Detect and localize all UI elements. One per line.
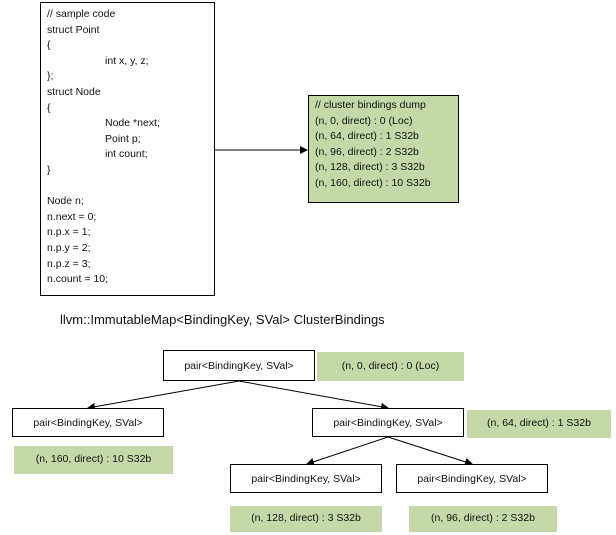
edge-root-left	[87, 380, 240, 411]
code-line: Point p;	[105, 132, 141, 145]
dump-entry: (n, 160, direct) : 10 S32b	[315, 176, 431, 189]
tree-value-root: (n, 0, direct) : 0 (Loc)	[317, 352, 464, 381]
code-line: int x, y, z;	[105, 54, 149, 67]
tree-value-right-right: (n, 96, direct) : 2 S32b	[409, 506, 557, 532]
code-line: struct Node	[47, 85, 101, 98]
code-line: n.p.y = 2;	[47, 241, 91, 254]
edge-right-rightleft	[306, 436, 389, 466]
tree-value-right-left: (n, 128, direct) : 3 S32b	[230, 506, 382, 532]
tree-value-left: (n, 160, direct) : 10 S32b	[14, 446, 173, 474]
code-line: };	[47, 70, 54, 83]
dump-entry: (n, 0, direct) : 0 (Loc)	[315, 114, 413, 127]
tree-node-right: pair<BindingKey, SVal>	[312, 408, 464, 437]
cluster-bindings-map-title: llvm::ImmutableMap<BindingKey, SVal> Clu…	[60, 312, 385, 327]
cluster-bindings-dump-box: // cluster bindings dump (n, 0, direct) :…	[308, 95, 459, 203]
edge-root-right	[238, 380, 389, 411]
tree-node-root: pair<BindingKey, SVal>	[163, 350, 315, 381]
code-lines: // sample code struct Point { int x, y, z;}…	[41, 7, 214, 288]
code-line: n.p.x = 1;	[47, 226, 91, 239]
code-line: Node *next;	[105, 117, 160, 130]
code-line: n.count = 10;	[47, 273, 109, 286]
code-line: n.p.z = 3;	[47, 257, 91, 270]
code-line: // sample code	[47, 8, 116, 20]
tree-node-right-left: pair<BindingKey, SVal>	[230, 464, 382, 493]
code-line: Node n;	[47, 195, 84, 208]
code-line: int count;	[105, 148, 148, 161]
tree-value-right: (n, 64, direct) : 1 S32b	[467, 410, 611, 438]
code-line: n.next = 0;	[47, 210, 97, 223]
tree-node-right-right: pair<BindingKey, SVal>	[396, 464, 548, 493]
edge-right-rightright	[387, 436, 473, 466]
code-line: }	[47, 163, 51, 176]
code-line: {	[47, 101, 51, 114]
dump-entry: (n, 128, direct) : 3 S32b	[315, 161, 425, 174]
code-line: struct Point	[47, 23, 100, 36]
code-line	[41, 179, 214, 195]
dump-entry: (n, 64, direct) : 1 S32b	[315, 130, 419, 143]
tree-node-left: pair<BindingKey, SVal>	[12, 408, 164, 437]
sample-code-box: // sample code struct Point { int x, y, z;}…	[40, 2, 215, 296]
dump-entry: (n, 96, direct) : 2 S32b	[315, 145, 419, 158]
code-line: {	[47, 39, 51, 52]
dump-lines: // cluster bindings dump (n, 0, direct) :…	[315, 98, 458, 192]
dump-comment: // cluster bindings dump	[315, 99, 426, 111]
